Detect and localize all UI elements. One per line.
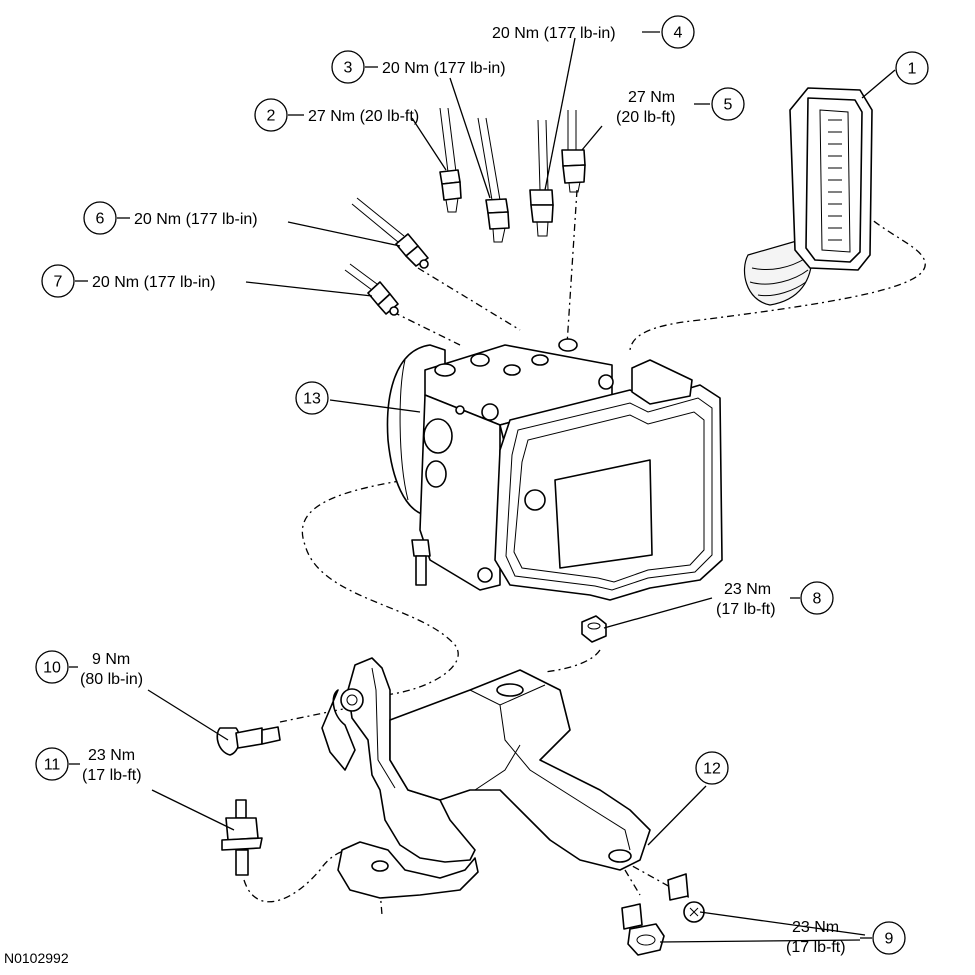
svg-text:23 Nm: 23 Nm bbox=[724, 581, 771, 598]
bolt-9b bbox=[621, 903, 665, 956]
callout-6: 6 20 Nm (177 lb-in) bbox=[83, 201, 258, 235]
mounting-bracket bbox=[321, 657, 651, 899]
brake-line-5 bbox=[561, 110, 586, 193]
bolt-9a bbox=[667, 873, 705, 923]
brake-line-6 bbox=[351, 197, 429, 269]
svg-text:10: 10 bbox=[43, 660, 61, 677]
svg-text:(17 lb-ft): (17 lb-ft) bbox=[786, 939, 846, 956]
callout-2: 2 27 Nm (20 lb-ft) bbox=[254, 98, 419, 132]
brake-line-4 bbox=[529, 119, 554, 237]
callout-9: 23 Nm (17 lb-ft) 9 bbox=[786, 919, 906, 956]
svg-text:9: 9 bbox=[885, 931, 894, 948]
stud-11 bbox=[221, 799, 263, 876]
callout-10: 10 9 Nm (80 lb-in) bbox=[35, 650, 143, 688]
callout-8: 23 Nm (17 lb-ft) 8 bbox=[716, 581, 834, 618]
callout-13: 13 bbox=[295, 381, 329, 415]
svg-text:7: 7 bbox=[54, 274, 63, 291]
svg-text:13: 13 bbox=[303, 391, 321, 408]
callout-3: 3 20 Nm (177 lb-in) bbox=[331, 50, 506, 84]
svg-text:8: 8 bbox=[813, 591, 822, 608]
svg-text:23 Nm: 23 Nm bbox=[792, 919, 839, 936]
svg-text:6: 6 bbox=[96, 211, 105, 228]
nut-8 bbox=[581, 615, 607, 643]
callout-12: 12 bbox=[695, 751, 729, 785]
svg-text:4: 4 bbox=[674, 25, 683, 42]
svg-text:20 Nm (177 lb-in): 20 Nm (177 lb-in) bbox=[92, 274, 216, 291]
svg-text:23 Nm: 23 Nm bbox=[88, 747, 135, 764]
callout-11: 11 23 Nm (17 lb-ft) bbox=[35, 747, 142, 784]
svg-text:11: 11 bbox=[44, 757, 61, 774]
electrical-connector bbox=[743, 87, 873, 306]
svg-text:(80 lb-in): (80 lb-in) bbox=[80, 671, 143, 688]
svg-text:20 Nm (177 lb-in): 20 Nm (177 lb-in) bbox=[492, 25, 616, 42]
figure-id: N0102992 bbox=[4, 950, 69, 966]
svg-text:(20 lb-ft): (20 lb-ft) bbox=[616, 109, 676, 126]
svg-text:12: 12 bbox=[703, 761, 721, 778]
svg-text:(17 lb-ft): (17 lb-ft) bbox=[82, 767, 142, 784]
svg-text:27 Nm: 27 Nm bbox=[628, 89, 675, 106]
svg-text:(17 lb-ft): (17 lb-ft) bbox=[716, 601, 776, 618]
brake-line-top-left bbox=[439, 107, 462, 213]
brake-line-7 bbox=[344, 263, 399, 316]
callout-5: 27 Nm (20 lb-ft) 5 bbox=[616, 87, 745, 126]
svg-text:20 Nm (177 lb-in): 20 Nm (177 lb-in) bbox=[134, 211, 258, 228]
svg-text:20 Nm (177 lb-in): 20 Nm (177 lb-in) bbox=[382, 60, 506, 77]
brake-line-3 bbox=[477, 117, 510, 243]
callout-4: 20 Nm (177 lb-in) 4 bbox=[492, 15, 695, 49]
svg-text:9 Nm: 9 Nm bbox=[92, 651, 130, 668]
svg-text:5: 5 bbox=[724, 97, 733, 114]
callout-1: 1 bbox=[895, 51, 929, 85]
svg-text:2: 2 bbox=[267, 108, 276, 125]
leader-lines bbox=[147, 37, 896, 943]
abs-hydraulic-control-unit bbox=[386, 338, 723, 601]
callout-7: 7 20 Nm (177 lb-in) bbox=[41, 264, 216, 298]
svg-text:1: 1 bbox=[908, 61, 917, 78]
bolt-10 bbox=[216, 726, 281, 756]
svg-text:3: 3 bbox=[344, 60, 353, 77]
svg-text:27 Nm (20 lb-ft): 27 Nm (20 lb-ft) bbox=[308, 108, 419, 125]
